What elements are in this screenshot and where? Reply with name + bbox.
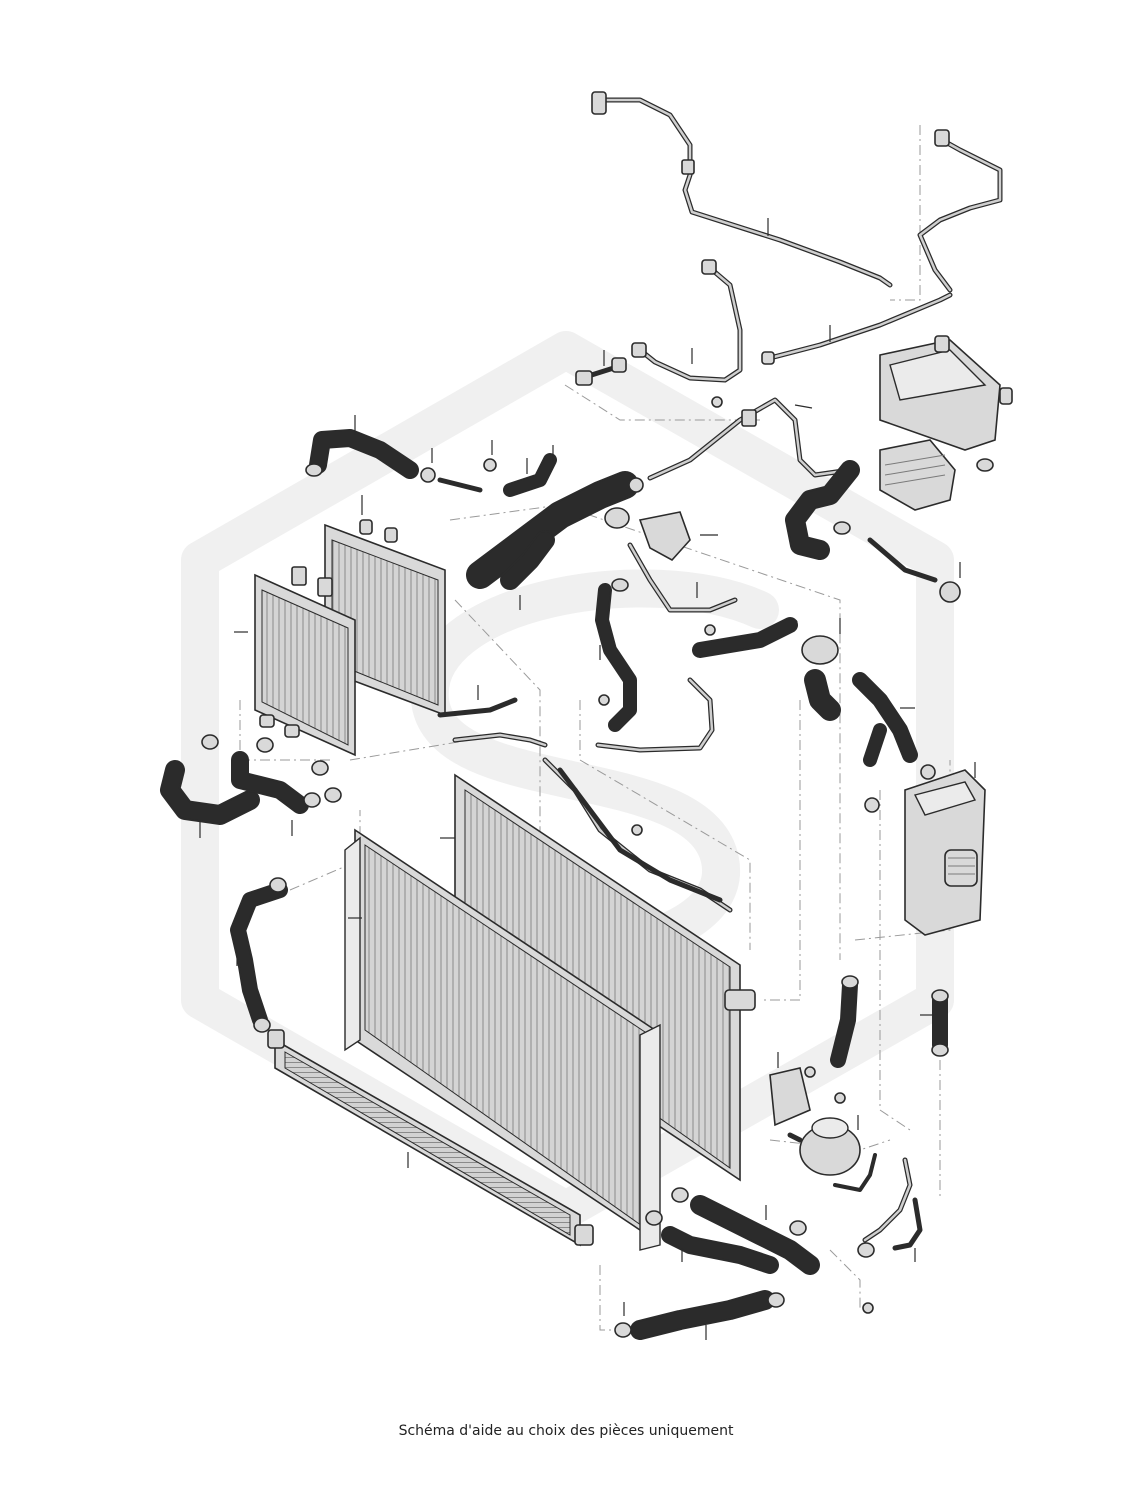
pump-clamp-strap bbox=[833, 1153, 877, 1192]
auxiliary-radiator-front bbox=[254, 566, 356, 757]
hose-mid-s bbox=[595, 583, 637, 732]
hose-lower-left-3 bbox=[230, 882, 288, 1028]
electric-coolant-pump bbox=[787, 1117, 861, 1176]
reference-leader-lines bbox=[199, 218, 976, 1340]
hose-mid-right bbox=[692, 617, 798, 658]
connector-fitting bbox=[575, 357, 627, 386]
hose-large-elbow bbox=[466, 471, 639, 590]
top-coolant-pipe bbox=[591, 91, 893, 288]
heat-exchanger-small bbox=[879, 439, 956, 511]
assembly-guide-lines bbox=[239, 125, 951, 1331]
pump-bracket bbox=[769, 1067, 811, 1127]
middle-coolant-pipe bbox=[631, 259, 775, 383]
hose-clamps bbox=[201, 458, 994, 1338]
right-coolant-pipe bbox=[767, 129, 1003, 361]
hose-lower-mid-1 bbox=[690, 1195, 820, 1275]
pipe-right-elbow bbox=[867, 537, 961, 603]
hose-lower-mid-2 bbox=[661, 1226, 779, 1274]
thermostat-housing bbox=[604, 507, 691, 562]
main-radiator-front bbox=[344, 828, 661, 1251]
long-return-pipe bbox=[647, 397, 853, 481]
hose-lower-left-2 bbox=[231, 751, 309, 814]
pipe-crossover bbox=[437, 697, 548, 748]
hose-lower-left-1 bbox=[160, 760, 260, 825]
expansion-tank bbox=[904, 769, 986, 936]
diagonal-pipe-bundle bbox=[542, 757, 733, 913]
coolant-flange bbox=[801, 635, 841, 721]
pipe-mid-bent bbox=[627, 542, 738, 613]
charge-air-cooler bbox=[267, 1029, 594, 1247]
hose-right-lower bbox=[830, 977, 858, 1068]
hose-bottom bbox=[630, 1290, 775, 1340]
hose-upper-left bbox=[309, 429, 419, 479]
hose-upper-mid bbox=[437, 453, 557, 497]
oil-cooler bbox=[879, 335, 1013, 451]
hose-right-vertical bbox=[852, 672, 918, 767]
bolts bbox=[483, 396, 874, 1314]
hose-right-u bbox=[785, 460, 860, 560]
disclaimer-caption: Schéma d'aide au choix des pièces unique… bbox=[398, 1423, 734, 1439]
pipe-lower-right bbox=[862, 1157, 923, 1251]
